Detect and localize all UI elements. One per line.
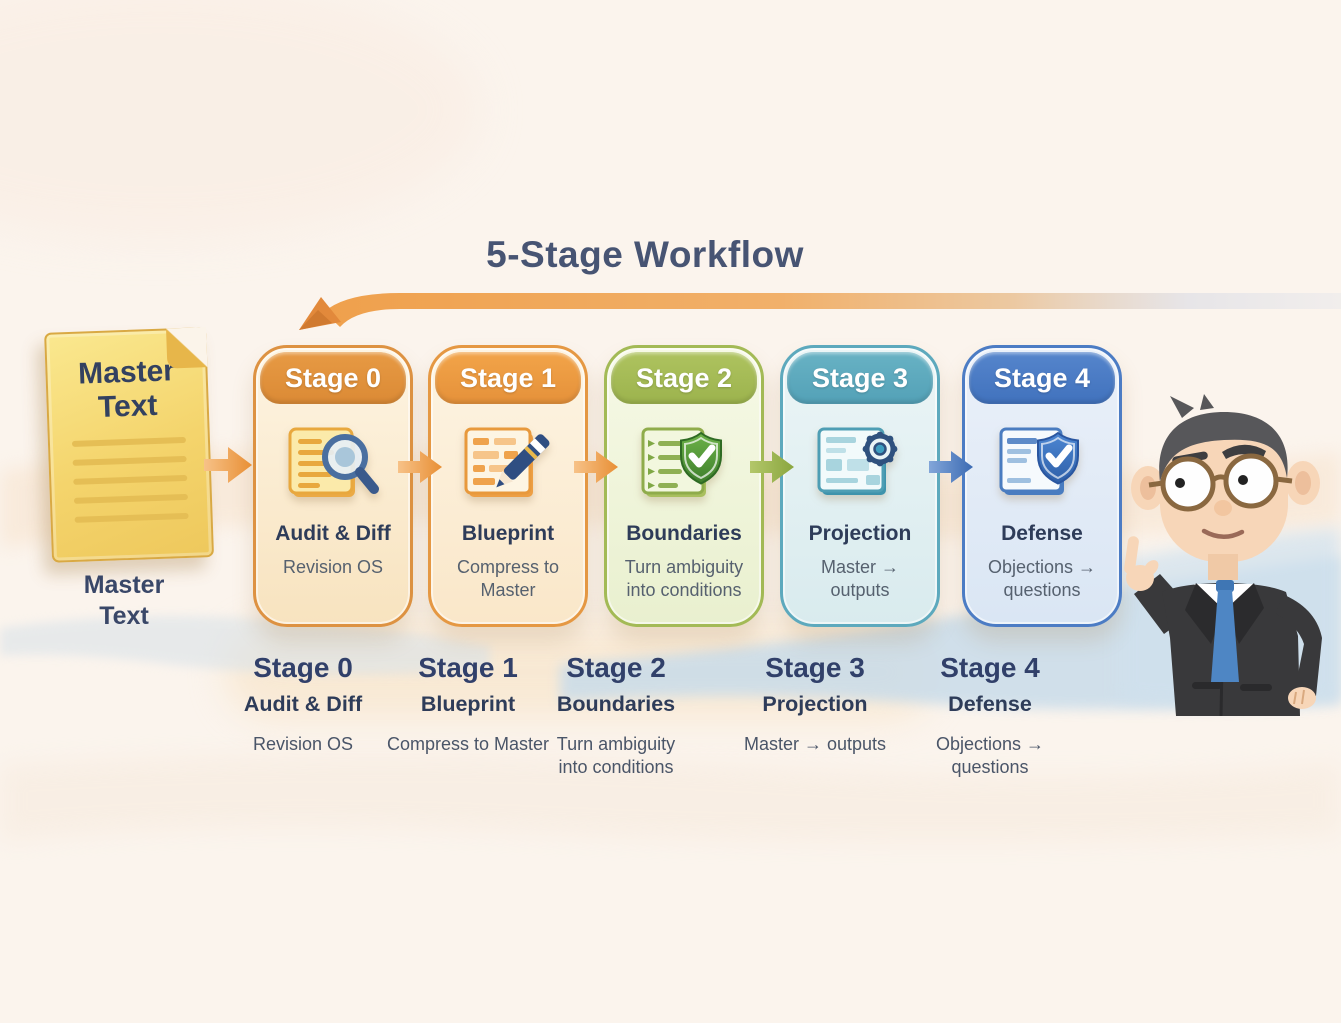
legend-stage-4-name: Defense xyxy=(948,692,1032,716)
stage-1-name: Blueprint xyxy=(461,522,555,545)
legend-stage-0-label: Stage 0 xyxy=(253,652,353,683)
stage-card-0: Stage 0 Audit & Diff Revision OS xyxy=(253,345,413,627)
folded-corner-icon xyxy=(166,327,208,369)
stage-2-description: Turn ambiguity into conditions xyxy=(624,557,744,600)
legend-stage-2-description: Turn ambiguity into conditions xyxy=(556,734,676,778)
stage-card-1: Stage 1 Blueprint xyxy=(428,345,588,627)
document-magnifier-icon xyxy=(256,404,410,520)
stage-2-name: Boundaries xyxy=(626,522,742,545)
legend-stage-4-label: Stage 4 xyxy=(940,652,1040,683)
stage-4-header: Stage 4 xyxy=(969,352,1115,404)
legend-stage-4: Stage 4 Defense Objections → questions xyxy=(899,652,1081,780)
stage-0-header: Stage 0 xyxy=(260,352,406,404)
document-pencil-icon xyxy=(431,404,585,520)
stage-3-description: Master → outputs xyxy=(820,557,899,600)
stage-3-name: Projection xyxy=(808,522,912,545)
legend-stage-0-name: Audit & Diff xyxy=(243,692,363,716)
legend-stage-0: Stage 0 Audit & Diff Revision OS xyxy=(212,652,394,756)
legend-stage-2-label: Stage 2 xyxy=(566,652,666,683)
legend-stage-3-name: Projection xyxy=(762,692,868,716)
document-gear-icon xyxy=(783,404,937,520)
master-document-caption: Master Text xyxy=(83,571,165,631)
stage-card-2: Stage 2 Boundaries Turn ambiguity into c… xyxy=(604,345,764,627)
stage-1-description: Compress to Master xyxy=(456,557,560,600)
arrow-stage1-to-stage2-icon xyxy=(574,451,618,483)
legend-stage-3-label: Stage 3 xyxy=(765,652,865,683)
document-text-lines xyxy=(50,436,211,524)
legend-stage-4-description: Objections → questions xyxy=(935,734,1045,778)
legend-stage-0-description: Revision OS xyxy=(252,734,354,754)
stage-0-description: Revision OS xyxy=(282,557,384,577)
legend-stage-2: Stage 2 Boundaries Turn ambiguity into c… xyxy=(525,652,707,780)
stage-0-name: Audit & Diff xyxy=(275,522,391,545)
arrow-stage3-to-stage4-icon xyxy=(929,451,973,483)
document-shield-icon xyxy=(965,404,1119,520)
stage-3-header: Stage 3 xyxy=(787,352,933,404)
stage-card-3: Stage 3 xyxy=(780,345,940,627)
arrow-stage2-to-stage3-icon xyxy=(750,451,794,483)
stage-4-description: Objections → questions xyxy=(987,557,1097,600)
arrow-doc-to-stage0-icon xyxy=(204,447,252,483)
page-title: 5-Stage Workflow xyxy=(486,234,804,275)
stage-card-4: Stage 4 Defense Objections → questions xyxy=(962,345,1122,627)
master-document: Master Text xyxy=(44,327,215,563)
stage-1-header: Stage 1 xyxy=(435,352,581,404)
arrow-stage0-to-stage1-icon xyxy=(398,451,442,483)
master-document-paper: Master Text xyxy=(44,327,215,563)
legend-stage-3-description: Master → outputs xyxy=(743,734,887,754)
legend-stage-3: Stage 3 Projection Master → outputs xyxy=(724,652,906,756)
stage-2-header: Stage 2 xyxy=(611,352,757,404)
legend-stage-1-description: Compress to Master xyxy=(386,734,550,754)
skeptical-man-character xyxy=(1124,394,1322,717)
legend-stage-2-name: Boundaries xyxy=(556,692,676,716)
checklist-shield-icon xyxy=(607,404,761,520)
stage-4-name: Defense xyxy=(1001,522,1083,545)
